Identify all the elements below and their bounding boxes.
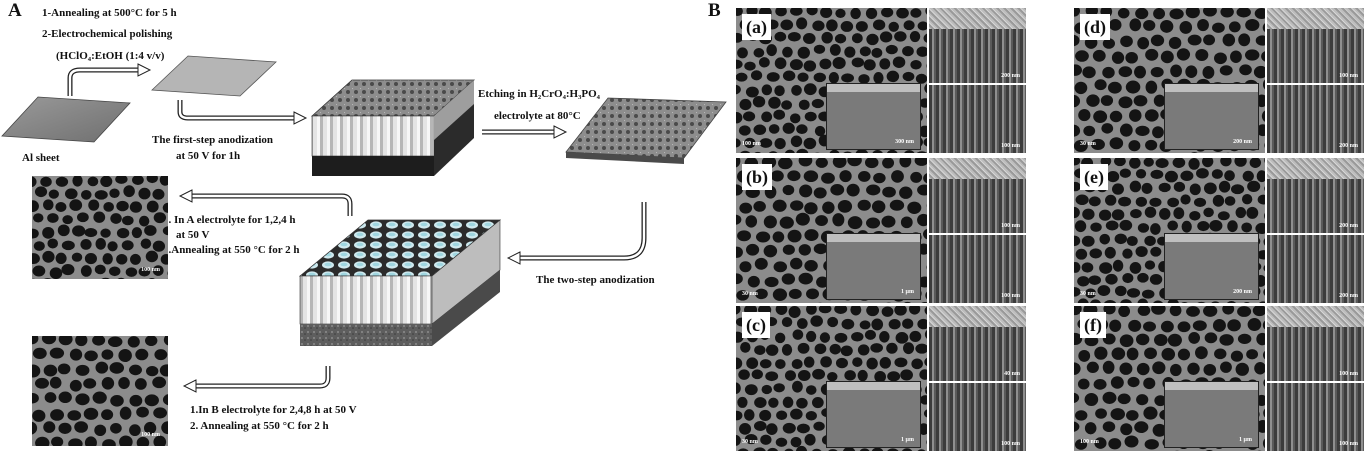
sem-cross-section-top: 40 nm: [929, 306, 1026, 381]
subpanel-label: (f): [1080, 312, 1106, 338]
subpanel-label: (e): [1080, 164, 1108, 190]
sem-inset: 1 µm: [826, 381, 921, 448]
scale-bar-label: 30 nm: [1080, 141, 1096, 147]
etching-line2: electrolyte at 80°C: [494, 110, 581, 122]
scale-bar-label: 1 µm: [1239, 437, 1252, 443]
scale-bar-label: 1 µm: [901, 289, 914, 295]
scale-bar-label: 30 nm: [742, 291, 758, 297]
a-electrolyte-line1: 1. In A electrolyte for 1,2,4 h: [163, 214, 296, 226]
scale-bar-label: 30 nm: [742, 439, 758, 445]
scale-bar-label: 100 nm: [1339, 73, 1358, 79]
sem-subpanel: 100 nm 200 nm 100 nm 300 nm (a): [736, 8, 1026, 153]
sem-inset: 200 nm: [1164, 233, 1259, 300]
subpanel-label: (a): [742, 14, 771, 40]
sem-inset: 1 µm: [826, 233, 921, 300]
subpanel-label: (b): [742, 164, 772, 190]
arrow-polish: [67, 67, 140, 96]
step-polishing-solution: (HClO₄:EtOH (1:4 v/v): [56, 50, 165, 62]
first-anodization-line2: at 50 V for 1h: [176, 150, 241, 162]
sem-inset: 300 nm: [826, 83, 921, 150]
scale-bar-label: 100 nm: [1001, 223, 1020, 229]
subpanel-label: (c): [742, 312, 770, 338]
sem-image-a-electrolyte: 100 nm: [32, 176, 168, 279]
arrow-b-electrolyte: [194, 366, 331, 389]
first-anodized-block: [310, 79, 476, 176]
scale-bar-label: 200 nm: [1233, 289, 1252, 295]
subpanel-label: (d): [1080, 14, 1110, 40]
scale-bar-label: 200 nm: [1339, 223, 1358, 229]
scale-bar-label: 1 µm: [901, 437, 914, 443]
sem-inset: 1 µm: [1164, 381, 1259, 448]
scale-bar-label: 100 nm: [1080, 439, 1099, 445]
scale-bar-label: 200 nm: [1339, 293, 1358, 299]
al-sheet-shape: [1, 96, 131, 143]
scale-bar-label: 30 nm: [1080, 291, 1096, 297]
step-polishing: 2-Electrochemical polishing: [42, 28, 173, 40]
arrow-first-anod: [177, 100, 296, 121]
a-electrolyte-line3: 2.Annealing at 550 °C for 2 h: [163, 244, 300, 256]
sem-cross-section-bottom: 200 nm: [1267, 85, 1364, 153]
scale-bar-label: 40 nm: [1004, 371, 1020, 377]
scale-bar-label: 100 nm: [1001, 293, 1020, 299]
first-anodization-line1: The first-step anodization: [152, 134, 273, 146]
scale-bar-label: 100 nm: [1339, 441, 1358, 447]
scale-bar-label: 100 nm: [141, 432, 160, 438]
sem-cross-section-bottom: 100 nm: [929, 383, 1026, 451]
two-step-block: [298, 219, 502, 346]
two-step-label: The two-step anodization: [536, 274, 655, 286]
polished-sheet-shape: [151, 55, 277, 97]
step-annealing: 1-Annealing at 500°C for 5 h: [42, 7, 177, 19]
scale-bar-label: 200 nm: [1001, 73, 1020, 79]
al-sheet-label: Al sheet: [22, 152, 60, 164]
sem-subpanel: 30 nm 200 nm 200 nm 200 nm (e): [1074, 158, 1364, 303]
sem-cross-section-top: 100 nm: [929, 158, 1026, 233]
sem-cross-section-bottom: 200 nm: [1267, 235, 1364, 303]
sem-cross-section-top: 200 nm: [929, 8, 1026, 83]
b-electrolyte-line2: 2. Annealing at 550 °C for 2 h: [190, 420, 329, 432]
sem-image-b-electrolyte: 100 nm: [32, 336, 168, 446]
sem-cross-section-bottom: 100 nm: [929, 235, 1026, 303]
schematic-drawing: [1, 55, 727, 393]
sem-subpanel: 30 nm 40 nm 100 nm 1 µm (c): [736, 306, 1026, 451]
arrow-a-electrolyte: [190, 193, 353, 216]
sem-cross-section-bottom: 100 nm: [1267, 383, 1364, 451]
sem-cross-section-top: 100 nm: [1267, 306, 1364, 381]
scale-bar-label: 200 nm: [1233, 139, 1252, 145]
scale-bar-label: 200 nm: [1339, 143, 1358, 149]
sem-subpanel: 100 nm 100 nm 100 nm 1 µm (f): [1074, 306, 1364, 451]
etching-line1: Etching in H₂CrO₄:H₃PO₄: [478, 88, 600, 100]
sem-inset: 200 nm: [1164, 83, 1259, 150]
scale-bar-label: 100 nm: [1001, 143, 1020, 149]
b-electrolyte-line1: 1.In B electrolyte for 2,4,8 h at 50 V: [190, 404, 357, 416]
scale-bar-label: 300 nm: [895, 139, 914, 145]
scale-bar-label: 100 nm: [141, 267, 160, 273]
sem-cross-section-top: 100 nm: [1267, 8, 1364, 83]
a-electrolyte-line2: at 50 V: [176, 229, 210, 241]
arrow-two-step: [518, 202, 647, 261]
scale-bar-label: 100 nm: [1001, 441, 1020, 447]
scale-bar-label: 100 nm: [1339, 371, 1358, 377]
sem-cross-section-top: 200 nm: [1267, 158, 1364, 233]
sem-cross-section-bottom: 100 nm: [929, 85, 1026, 153]
etched-sheet-shape: [565, 97, 727, 159]
panel-b-letter: B: [708, 0, 721, 21]
scale-bar-label: 100 nm: [742, 141, 761, 147]
sem-subpanel: 30 nm 100 nm 200 nm 200 nm (d): [1074, 8, 1364, 153]
sem-subpanel: 30 nm 100 nm 100 nm 1 µm (b): [736, 158, 1026, 303]
panel-a-letter: A: [8, 0, 22, 21]
